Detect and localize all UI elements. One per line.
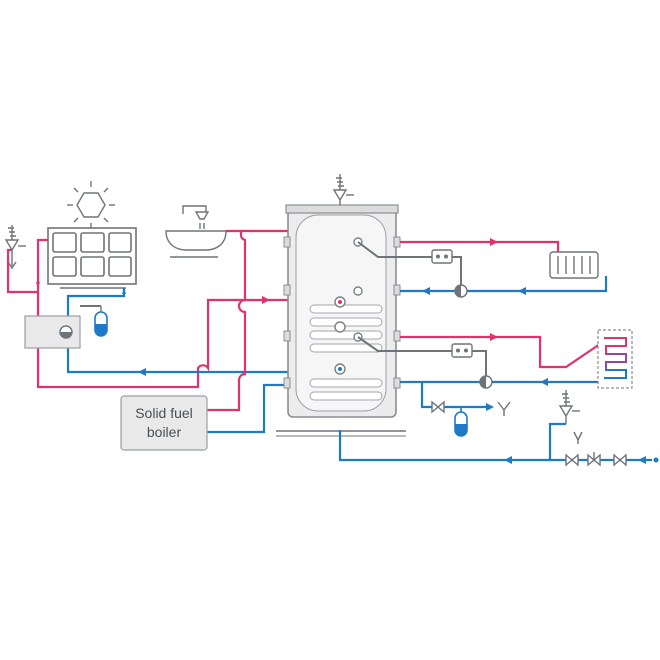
safety-branch-pipe — [548, 422, 566, 460]
safety-valve-pipe — [6, 248, 38, 294]
flow-arrow — [422, 287, 430, 295]
safety-valve-icon — [332, 174, 354, 205]
radiator-hot-pipe — [400, 240, 560, 252]
pump-icon — [454, 284, 468, 298]
flow-arrow — [490, 333, 498, 341]
controller-icon — [451, 343, 473, 358]
solid-fuel-boiler: Solid fuel boiler — [120, 395, 208, 451]
sensor-wire — [357, 241, 432, 258]
expansion-vessel-icon — [94, 306, 108, 337]
boiler-label-line1: Solid fuel — [135, 405, 193, 421]
flow-arrow — [518, 287, 526, 295]
tank-drain-pipe — [420, 382, 492, 409]
boiler-cold-pipe — [207, 383, 288, 434]
sun-icon — [67, 181, 115, 229]
safety-valve-icon — [4, 225, 26, 270]
storage-tank — [276, 204, 406, 437]
pump-icon — [479, 375, 493, 389]
cold-supply-pipe — [338, 430, 652, 462]
controller-wire — [472, 350, 487, 376]
flow-arrow — [504, 456, 512, 464]
boiler-label-line2: boiler — [147, 424, 182, 440]
shower-bathtub-icon — [165, 205, 227, 258]
underfloor-heating-icon — [597, 329, 633, 389]
flow-arrow — [638, 456, 646, 464]
flow-arrow — [138, 368, 146, 376]
valve-icon — [431, 400, 445, 414]
solar-hot-pipe — [36, 238, 288, 389]
radiator-cold-pipe — [400, 276, 608, 293]
flow-arrow — [540, 378, 548, 386]
radiator-icon — [549, 251, 599, 279]
drain-funnel-icon — [497, 401, 511, 416]
controller-wire — [452, 256, 462, 285]
solar-panel-icon — [47, 227, 137, 289]
flow-arrow — [486, 403, 494, 411]
valve-icon — [565, 452, 627, 467]
solar-pump-station — [24, 315, 81, 349]
controller-icon — [431, 249, 453, 264]
flow-arrow — [122, 288, 126, 294]
boiler-hot-pipe — [207, 231, 247, 412]
flow-arrow — [490, 238, 498, 246]
sensor-wire — [357, 336, 452, 352]
safety-valve-icon — [558, 390, 583, 444]
supply-inlet-dot — [653, 457, 659, 463]
flow-arrow — [262, 296, 270, 304]
expansion-vessel-icon — [454, 407, 468, 437]
flow-arrow — [36, 282, 40, 288]
